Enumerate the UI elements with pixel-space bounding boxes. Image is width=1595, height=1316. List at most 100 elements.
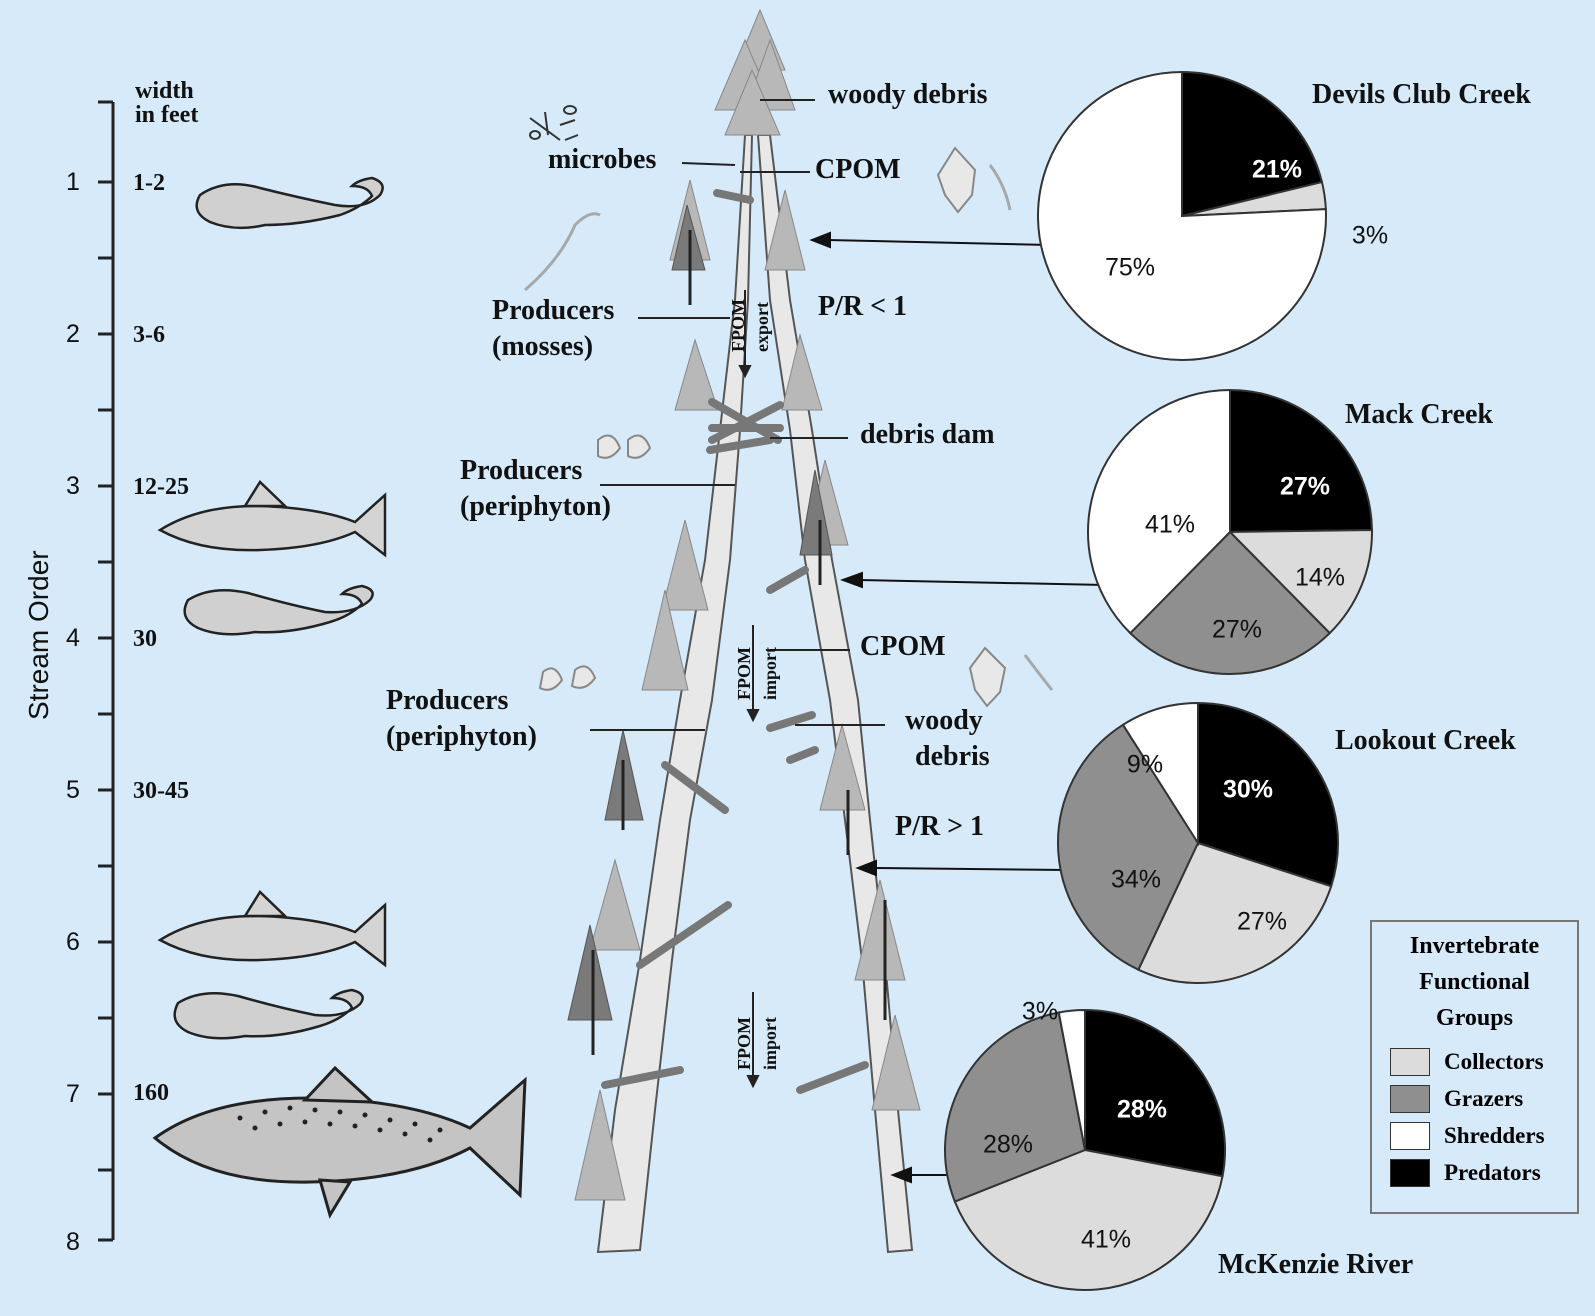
width-1: 1-2 (133, 170, 165, 196)
tick-2: 2 (66, 320, 80, 348)
label-fpom-import-1a: FPOM (734, 647, 754, 700)
pie-charts (944, 70, 1374, 1291)
pct-lookout-grazers: 34% (1110, 865, 1162, 894)
width-6: 160 (133, 1080, 169, 1106)
pct-lookout-predators: 30% (1222, 775, 1274, 804)
trout-small-1 (157, 480, 387, 558)
pie-slice-mckenzie-shredders (1057, 1008, 1086, 1151)
woody-debris-logs (601, 189, 869, 1094)
pct-mckenzie-shredders: 3% (1021, 997, 1059, 1026)
pct-devils-predators: 21% (1251, 155, 1303, 184)
pie-slice-lookout-predators (1197, 701, 1339, 888)
pct-mckenzie-collectors: 41% (1080, 1225, 1132, 1254)
legend-title-line2: Functional (1419, 969, 1530, 995)
pie-title-devils-club: Devils Club Creek (1312, 79, 1531, 110)
moss-icons (524, 164, 1054, 691)
legend-swatch-predators (1390, 1159, 1430, 1187)
fpom-arrows (738, 290, 760, 1089)
pie-slice-mckenzie-collectors (953, 1148, 1224, 1291)
label-pr-greater: P/R > 1 (895, 811, 985, 842)
width-2: 3-6 (133, 322, 165, 348)
conifer-trees (567, 8, 921, 1201)
legend-item-shredders: Shredders (1390, 1122, 1545, 1150)
pct-devils-shredders: 75% (1104, 253, 1156, 282)
pie-slice-mack-shredders (1087, 388, 1231, 635)
label-producers-periphyton-1a: Producers (460, 455, 583, 486)
pct-mack-collectors: 14% (1294, 563, 1346, 592)
pie-slice-mckenzie-predators (1084, 1008, 1226, 1178)
label-producers-mosses-2: (mosses) (492, 331, 594, 362)
legend-label-predators: Predators (1444, 1160, 1541, 1185)
pct-mack-predators: 27% (1279, 472, 1331, 501)
label-microbes: microbes (548, 144, 657, 175)
legend-title-line1: Invertebrate (1409, 933, 1540, 959)
label-pr-less: P/R < 1 (818, 291, 908, 322)
pie-slice-mack-predators (1229, 388, 1374, 534)
width-3: 12-25 (133, 474, 189, 500)
label-producers-periphyton-2a: Producers (386, 685, 509, 716)
pie-slice-devils-club-predators (1181, 70, 1324, 218)
pie-slice-lookout-shredders (1121, 701, 1199, 847)
pie-slice-mack-grazers (1128, 530, 1332, 675)
stream-order-axis (98, 100, 115, 1242)
pct-mack-grazers: 27% (1211, 615, 1263, 644)
label-fpom-export-1: FPOM (728, 299, 748, 352)
width-header-line1: width (135, 78, 194, 104)
label-fpom-export-2: export (752, 302, 772, 352)
label-fpom-import-2a: FPOM (734, 1017, 754, 1070)
pie-title-mack: Mack Creek (1345, 399, 1493, 430)
pct-devils-collectors: 3% (1351, 221, 1389, 250)
tick-5: 5 (66, 776, 80, 804)
trout-small-2 (157, 890, 387, 968)
width-4: 30 (133, 626, 157, 652)
salamander-2 (183, 584, 374, 636)
tick-3: 3 (66, 472, 80, 500)
pie-slice-lookout-grazers (1057, 723, 1200, 972)
pct-lookout-shredders: 9% (1126, 750, 1164, 779)
salamander-1 (195, 176, 384, 230)
pct-mckenzie-grazers: 28% (982, 1130, 1034, 1159)
pct-mckenzie-predators: 28% (1116, 1095, 1168, 1124)
width-5: 30-45 (133, 778, 189, 804)
width-header-line2: in feet (135, 102, 199, 128)
pie-slice-devils-club-shredders (1037, 70, 1327, 361)
label-fpom-import-2b: import (760, 1017, 780, 1070)
legend-item-collectors: Collectors (1390, 1048, 1544, 1076)
label-woody-debris-mid-1: woody (905, 705, 983, 736)
legend-title: Invertebrate Functional Groups (1372, 928, 1577, 1036)
label-producers-periphyton-1b: (periphyton) (460, 491, 611, 522)
pie-slice-mack-collectors (1227, 528, 1373, 635)
label-fpom-import-1b: import (760, 647, 780, 700)
legend-item-predators: Predators (1390, 1159, 1541, 1187)
label-woody-debris-top: woody debris (828, 79, 988, 110)
label-cpom-top: CPOM (815, 154, 901, 185)
label-cpom-mid: CPOM (860, 631, 946, 662)
legend-title-line3: Groups (1436, 1005, 1513, 1031)
pie-slice-mckenzie-grazers (944, 1011, 1087, 1203)
pie-title-mckenzie: McKenzie River (1218, 1249, 1414, 1280)
legend-item-grazers: Grazers (1390, 1085, 1523, 1113)
label-producers-mosses-1: Producers (492, 295, 615, 326)
legend-swatch-shredders (1390, 1122, 1430, 1150)
legend-swatch-collectors (1390, 1048, 1430, 1076)
tick-1: 1 (66, 168, 80, 196)
pct-mack-shredders: 41% (1144, 510, 1196, 539)
leader-lines (590, 99, 885, 731)
axis-title: Stream Order (23, 550, 54, 720)
label-woody-debris-mid-2: debris (915, 741, 990, 772)
salamander-3 (173, 988, 364, 1040)
tick-8: 8 (66, 1228, 80, 1256)
pie-title-lookout: Lookout Creek (1335, 725, 1516, 756)
label-debris-dam: debris dam (860, 419, 995, 450)
pct-lookout-collectors: 27% (1236, 907, 1288, 936)
legend-swatch-grazers (1390, 1085, 1430, 1113)
tick-6: 6 (66, 928, 80, 956)
leaf-icons (538, 146, 1007, 708)
legend: Invertebrate Functional Groups Collector… (1370, 920, 1579, 1214)
pie-pointer-arrows (809, 231, 1106, 1184)
legend-label-collectors: Collectors (1444, 1049, 1544, 1074)
pie-slice-lookout-collectors (1137, 841, 1333, 984)
legend-label-shredders: Shredders (1444, 1123, 1545, 1148)
microbe-icon (529, 105, 579, 141)
